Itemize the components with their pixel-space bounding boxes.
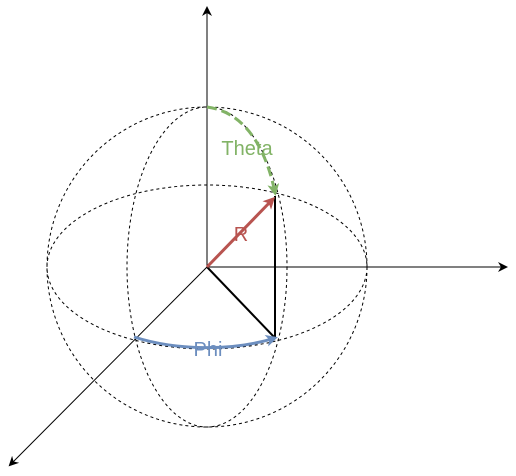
phi-label: Phi bbox=[194, 339, 223, 361]
ground-projection-line bbox=[206, 266, 276, 339]
r-arrow bbox=[205, 196, 276, 269]
y-axis bbox=[8, 266, 208, 467]
sphere-meridian bbox=[126, 106, 288, 428]
theta-arrow bbox=[206, 105, 280, 196]
r-label: R bbox=[234, 224, 248, 246]
phi-arrow bbox=[133, 334, 278, 350]
theta-label: Theta bbox=[221, 138, 273, 160]
